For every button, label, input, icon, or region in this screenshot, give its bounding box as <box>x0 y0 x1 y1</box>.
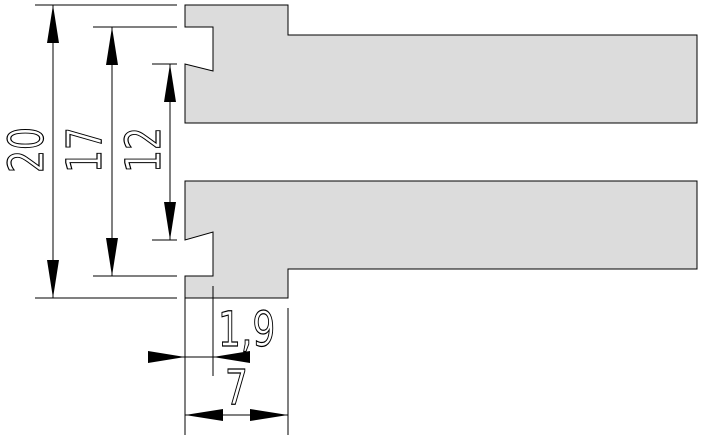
arrow-up-icon <box>47 5 59 43</box>
dimension-groove-depth: 1,9 <box>148 302 276 363</box>
arrow-left-icon <box>213 351 250 363</box>
arrow-right-icon <box>148 351 185 363</box>
dimension-label-12: 12 <box>117 127 172 173</box>
arrow-right-icon <box>250 409 288 421</box>
dimension-inner-opening-height: 12 <box>116 64 176 240</box>
arrow-left-icon <box>185 409 223 421</box>
dimension-outer-step-height: 17 <box>57 27 118 276</box>
arrow-down-icon <box>106 238 118 276</box>
arrow-down-icon <box>164 202 176 240</box>
arrow-down-icon <box>47 260 59 298</box>
dimension-label-17: 17 <box>58 127 113 173</box>
lower-profile-section <box>184 180 698 299</box>
arrow-up-icon <box>164 64 176 102</box>
arrow-up-icon <box>106 27 118 65</box>
dimension-flange-width: 7 <box>185 360 288 421</box>
dimension-label-7: 7 <box>225 361 248 416</box>
dimension-overall-height: 20 <box>0 5 59 298</box>
upper-profile-section <box>184 4 698 124</box>
dimension-label-1-9: 1,9 <box>218 303 275 358</box>
extension-lines <box>35 4 289 435</box>
dimension-label-20: 20 <box>0 127 55 173</box>
